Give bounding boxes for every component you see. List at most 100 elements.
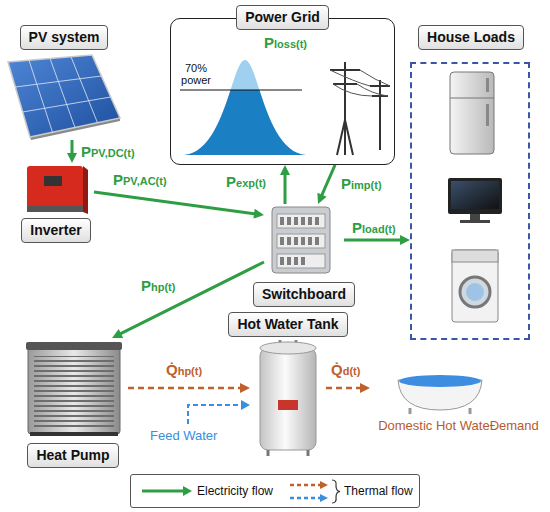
arrow-head <box>253 209 264 219</box>
component-group: Switchboard <box>264 204 344 308</box>
flow-line <box>71 140 74 155</box>
switchboard-icon-part <box>277 234 325 248</box>
switchboard-icon-part-part <box>287 237 291 245</box>
switchboard-icon-part-part <box>301 237 305 245</box>
flow-line <box>284 173 287 204</box>
switchboard-icon-part <box>280 217 319 265</box>
caption-box: Inverter <box>21 218 90 243</box>
arrow-head <box>317 193 326 204</box>
fridge-icon-part <box>486 104 489 126</box>
caption-text: Domestic Hot WateĐemand <box>378 418 539 434</box>
electricity-flow-arrow <box>94 192 264 219</box>
loss-label: Ploss(t) <box>263 35 308 52</box>
electricity-flow-arrow <box>317 165 335 204</box>
thermal-flow-arrow <box>326 383 370 393</box>
washer-icon-part <box>452 250 498 262</box>
bathtub-icon <box>398 375 482 414</box>
feed-water-label: Feed Water <box>150 428 217 444</box>
switchboard-icon-part <box>277 214 325 228</box>
switchboard-icon-part-part <box>280 257 284 265</box>
feed-water-arrow-part <box>188 405 242 424</box>
heat-pump-icon-part <box>34 356 114 428</box>
component-group: Hot Water Tank <box>250 312 326 457</box>
washer-icon <box>452 250 498 322</box>
thermal-flow-arrow <box>128 383 250 393</box>
solar-panel-part-part <box>23 97 111 112</box>
washer-icon-part <box>452 250 498 322</box>
solar-panel-part-part <box>71 57 98 123</box>
heat-pump-icon <box>26 342 122 436</box>
flow-line <box>94 192 256 214</box>
legend-text: Electricity flow <box>197 484 273 498</box>
caption-box: Hot Water Tank <box>228 312 347 337</box>
switchboard-icon-part-part <box>308 237 312 245</box>
flow-label: Pexp(t) <box>225 174 267 191</box>
component-group: Inverter <box>18 163 94 243</box>
flow-line <box>128 387 242 390</box>
tv-icon-part <box>470 214 480 220</box>
fridge-icon-part <box>486 78 489 92</box>
switchboard-icon-part-part <box>294 257 298 265</box>
switchboard-icon-part-part <box>301 217 305 225</box>
caption-box: Switchboard <box>253 282 355 307</box>
heat-pump-icon-part <box>26 342 122 350</box>
switchboard-icon-part-part <box>294 237 298 245</box>
tv-icon <box>448 178 502 223</box>
solar-panel-part <box>15 57 110 133</box>
bathtub-icon-part <box>410 408 470 414</box>
arrow-head <box>67 153 77 163</box>
legend-samples <box>142 480 340 503</box>
caption-box: PV system <box>20 25 109 50</box>
washer-icon-part <box>460 277 490 307</box>
hot-water-tank-icon <box>260 340 316 456</box>
flow-label: Pload(t) <box>351 220 397 237</box>
inverter-icon-part <box>83 166 88 214</box>
flow-line <box>321 165 335 197</box>
inverter-icon <box>27 166 88 214</box>
component-group: PV system <box>5 15 123 140</box>
flow-label: Q̇d(t) <box>330 362 361 379</box>
tv-icon-part <box>448 178 502 214</box>
heat-pump-icon-part <box>28 346 120 434</box>
switchboard-icon-part-part <box>280 217 284 225</box>
switchboard-icon <box>272 207 330 273</box>
switchboard-icon-part <box>272 207 330 273</box>
electricity-flow-arrow <box>280 165 290 204</box>
bathtub-icon-part <box>399 375 481 387</box>
power-line-towers <box>330 62 390 155</box>
arrow-head <box>400 235 410 245</box>
tv-icon-part <box>451 181 499 209</box>
switchboard-icon-part-part <box>294 217 298 225</box>
feed-water-arrow-part <box>241 400 250 410</box>
inverter-icon-part <box>44 176 62 186</box>
caption-box: Heat Pump <box>27 443 118 468</box>
electricity-flow-arrow <box>67 140 77 163</box>
feed-water-arrow <box>188 400 250 424</box>
annotation-text: 70% power <box>178 62 214 86</box>
solar-panel-part-part <box>15 76 101 87</box>
switchboard-icon-part-part <box>315 237 319 245</box>
solar-panel-part <box>8 55 120 137</box>
flow-label: Q̇hp(t) <box>165 362 203 379</box>
solar-panel <box>8 55 120 140</box>
legend-samples-part <box>290 497 320 500</box>
heat-pump-icon-part <box>30 432 118 436</box>
flow-label: PPV,DC(t) <box>80 144 136 161</box>
solar-panel-part-part <box>50 59 75 128</box>
flow-label: Php(t) <box>140 278 176 295</box>
legend-samples-part <box>320 494 328 502</box>
switchboard-icon-part-part <box>308 217 312 225</box>
switchboard-icon-part-part <box>280 237 284 245</box>
fridge-icon-part <box>450 72 494 154</box>
component-group: Domestic Hot WateĐemand <box>370 358 547 438</box>
washer-icon-part <box>466 283 484 301</box>
tv-icon-part <box>460 220 490 223</box>
hot-water-tank-icon-part <box>260 342 316 354</box>
flow-line <box>344 239 402 242</box>
flow-line <box>326 387 362 390</box>
legend-samples-part <box>290 484 320 487</box>
legend-text: Thermal flow <box>344 484 413 498</box>
